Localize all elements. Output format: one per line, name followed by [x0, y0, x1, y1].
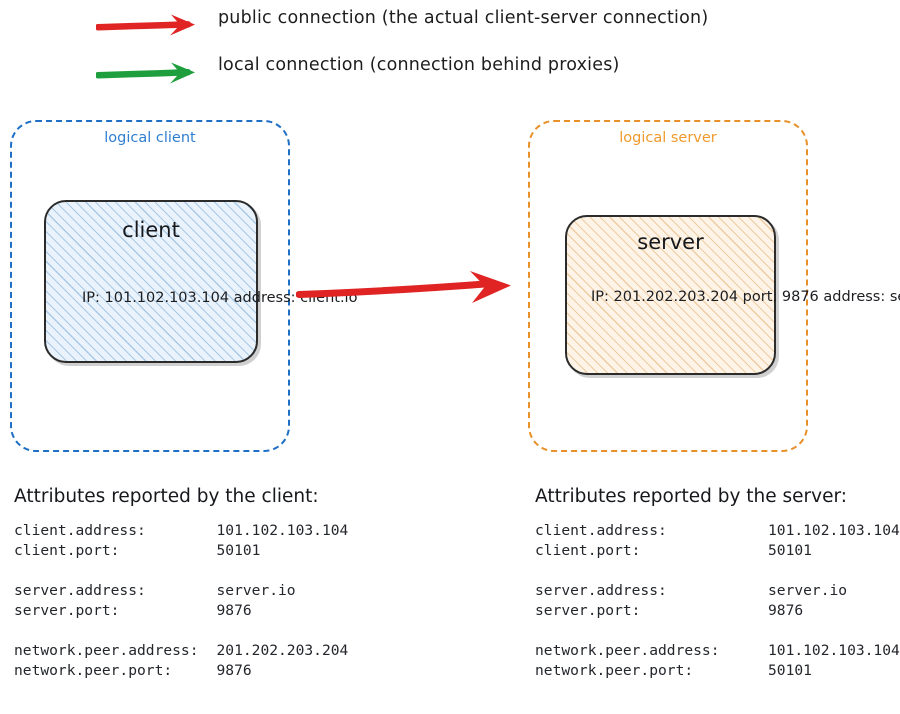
- server-node-title: server: [637, 230, 704, 254]
- server-attributes-panel: Attributes reported by the server: clien…: [535, 486, 900, 681]
- attribute-key: [535, 561, 768, 581]
- attribute-row: client.port: 50101: [535, 541, 900, 561]
- logical-client-group: [10, 120, 290, 452]
- attribute-row: network.peer.address: 201.202.203.204: [14, 641, 348, 661]
- attribute-value: 101.102.103.104: [768, 522, 900, 539]
- attribute-row: client.address: 101.102.103.104: [535, 521, 900, 541]
- server-attributes-table: client.address: 101.102.103.104 client.por…: [535, 521, 900, 681]
- public-connection-arrow: [296, 271, 511, 303]
- attribute-key: server.address:: [14, 582, 146, 599]
- attribute-value: server.io: [216, 582, 296, 599]
- attribute-value: 50101: [768, 542, 812, 559]
- attribute-value: [768, 621, 900, 641]
- attribute-key: client.address:: [14, 522, 146, 539]
- attribute-value: 50101: [768, 662, 812, 679]
- attribute-key: [14, 561, 217, 581]
- attribute-key: [14, 621, 217, 641]
- client-attributes-heading: Attributes reported by the client:: [14, 486, 319, 507]
- client-node-properties: IP: 101.102.103.104 address: client.io: [82, 290, 358, 306]
- attribute-key: server.port:: [14, 602, 120, 619]
- client-attributes-panel: Attributes reported by the client: clien…: [14, 486, 348, 681]
- legend-row-local: local connection (connection behind prox…: [0, 55, 900, 95]
- attribute-value: 9876: [768, 602, 804, 619]
- attribute-value: [768, 561, 900, 581]
- attribute-row: network.peer.port: 50101: [535, 661, 900, 681]
- attribute-key: client.port:: [14, 542, 120, 559]
- attribute-row: server.address: server.io: [14, 581, 348, 601]
- attribute-key: server.address:: [535, 582, 667, 599]
- client-node: client IP: 101.102.103.104 address: clie…: [44, 200, 357, 363]
- attribute-key: network.peer.address:: [14, 642, 199, 659]
- logical-client-label: logical client: [104, 130, 196, 146]
- attribute-key: client.port:: [535, 542, 641, 559]
- legend-label-public: public connection (the actual client-ser…: [218, 8, 709, 28]
- attribute-row: network.peer.port: 9876: [14, 661, 348, 681]
- client-attributes-table: client.address: 101.102.103.104 client.por…: [14, 521, 348, 681]
- red-arrow-icon: [96, 14, 195, 36]
- server-node: server IP: 201.202.203.204 port: 9876 ad…: [565, 215, 900, 375]
- attribute-row: client.address: 101.102.103.104: [14, 521, 348, 541]
- attribute-row: server.address: server.io: [535, 581, 900, 601]
- attribute-key: network.peer.port:: [535, 662, 694, 679]
- attribute-row: client.port: 50101: [14, 541, 348, 561]
- attribute-row: server.port: 9876: [14, 601, 348, 621]
- attribute-value: 50101: [216, 542, 261, 559]
- attribute-row-spacer: [14, 561, 348, 581]
- attribute-value: [217, 561, 349, 581]
- attribute-row-spacer: [535, 561, 900, 581]
- attribute-row: network.peer.address: 101.102.103.104: [535, 641, 900, 661]
- attribute-value: 201.202.203.204: [216, 642, 349, 659]
- legend-label-local: local connection (connection behind prox…: [218, 55, 620, 75]
- server-attributes-heading: Attributes reported by the server:: [535, 486, 847, 507]
- logical-server-group: [528, 120, 808, 452]
- attribute-value: 9876: [216, 662, 252, 679]
- attribute-row-spacer: [14, 621, 348, 641]
- green-arrow-icon: [96, 62, 195, 84]
- client-node-title: client: [122, 218, 180, 242]
- attribute-value: 9876: [216, 602, 252, 619]
- attribute-key: server.port:: [535, 602, 641, 619]
- attribute-key: network.peer.port:: [14, 662, 173, 679]
- attribute-value: 101.102.103.104: [768, 642, 900, 659]
- server-node-properties: IP: 201.202.203.204 port: 9876 address: …: [591, 289, 900, 305]
- attribute-row-spacer: [535, 621, 900, 641]
- attribute-value: 101.102.103.104: [216, 522, 349, 539]
- logical-server-label: logical server: [619, 130, 717, 146]
- attribute-value: [217, 621, 349, 641]
- attribute-key: client.address:: [535, 522, 667, 539]
- legend-row-public: public connection (the actual client-ser…: [0, 8, 900, 48]
- attribute-key: network.peer.address:: [535, 642, 720, 659]
- attribute-value: server.io: [768, 582, 848, 599]
- attribute-key: [535, 621, 768, 641]
- attribute-row: server.port: 9876: [535, 601, 900, 621]
